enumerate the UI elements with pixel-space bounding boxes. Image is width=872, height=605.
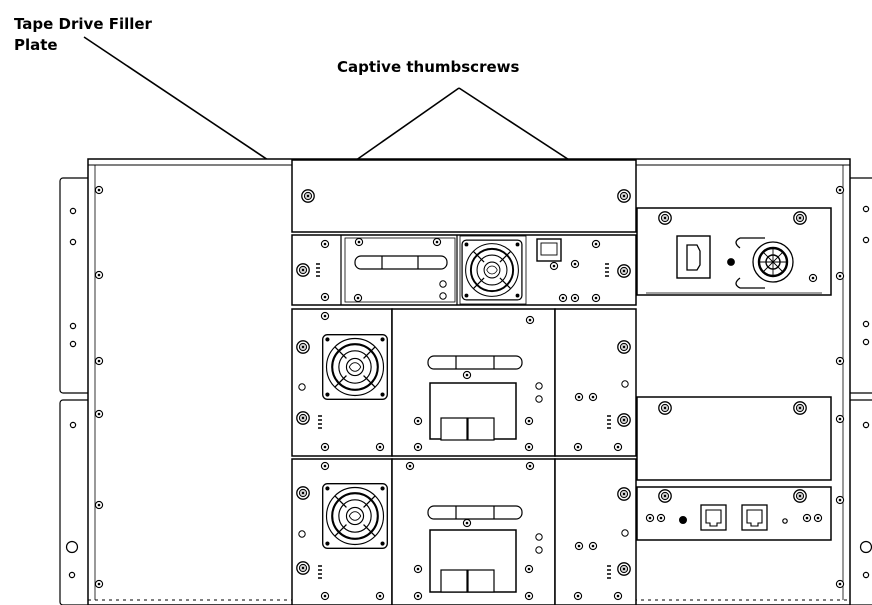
thumbscrews-label: Captive thumbscrews	[337, 58, 520, 76]
power-switch-icon[interactable]	[735, 237, 794, 289]
ethernet-port-icon[interactable]	[700, 504, 727, 531]
io-module-1	[554, 308, 637, 457]
io-module-2	[554, 458, 637, 605]
power-inlet-icon[interactable]	[676, 235, 711, 279]
drive-module-1	[391, 308, 556, 457]
fan-module-2	[291, 458, 393, 605]
tape-drive-filler-plate[interactable]	[291, 159, 637, 233]
blank-plate	[636, 396, 832, 481]
fan-icon	[321, 333, 389, 401]
drive-module-2	[391, 458, 556, 605]
thumbscrew-left[interactable]	[301, 189, 315, 203]
leader-filler-plate	[83, 36, 293, 177]
power-supply-module	[636, 207, 832, 296]
filler-plate-label-line2: Plate	[14, 36, 58, 54]
tape-drive	[291, 234, 637, 306]
controller-module	[636, 486, 832, 541]
thumbscrew-right[interactable]	[617, 189, 631, 203]
ethernet-port-icon[interactable]	[741, 504, 768, 531]
filler-plate-label-line1: Tape Drive Filler	[14, 15, 152, 33]
right-rack-ear	[847, 177, 872, 605]
left-rack-ear	[59, 177, 93, 605]
filler-plate-label: Tape Drive Filler Plate	[14, 14, 152, 56]
fan-module-1	[291, 308, 393, 457]
